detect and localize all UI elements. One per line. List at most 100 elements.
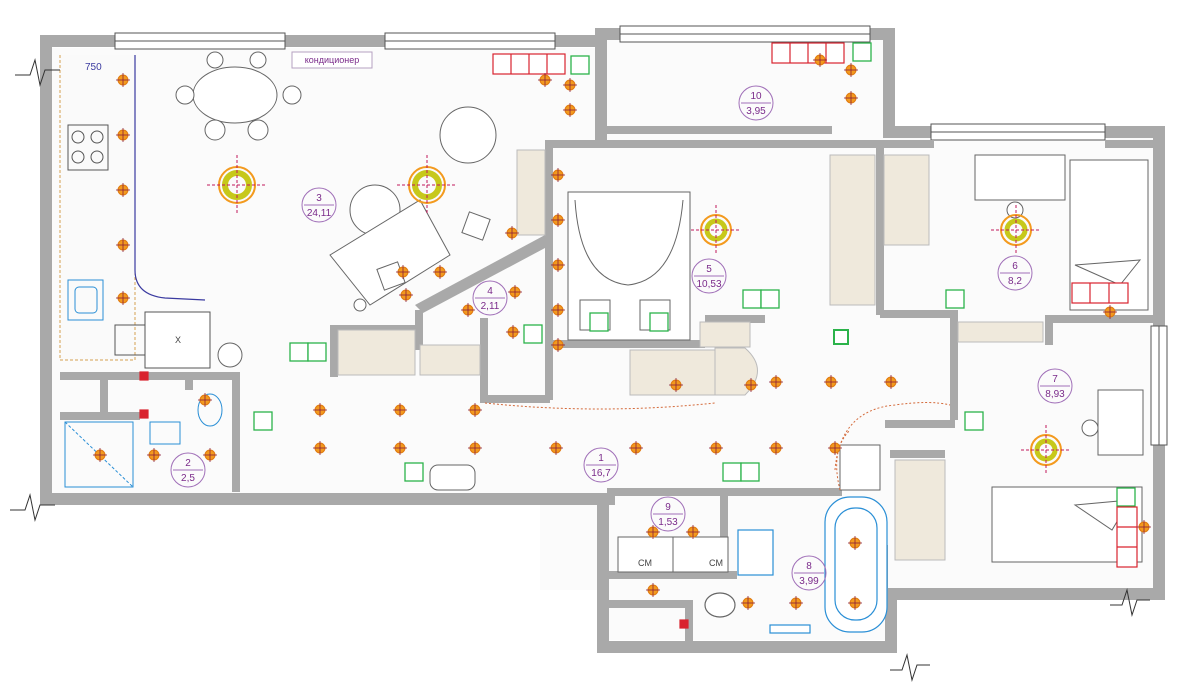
break-lines bbox=[10, 58, 1150, 682]
spot-light bbox=[551, 258, 565, 272]
room-labels: 1 16,7 2 2,5 3 24,11 4 2,11 5 10,53 bbox=[170, 85, 1073, 591]
spot-light bbox=[669, 378, 683, 392]
spot-light bbox=[769, 441, 783, 455]
spot-light bbox=[813, 53, 827, 67]
spot-light bbox=[741, 596, 755, 610]
spot-light bbox=[393, 403, 407, 417]
spot-light bbox=[848, 596, 862, 610]
door-swings bbox=[484, 402, 951, 491]
spot-light bbox=[468, 403, 482, 417]
svg-text:24,11: 24,11 bbox=[307, 208, 332, 219]
room-label-6: 6 8,2 bbox=[997, 255, 1033, 291]
spot-light bbox=[844, 91, 858, 105]
built-in-storage bbox=[337, 149, 1044, 561]
wardrobe-9 bbox=[617, 536, 729, 573]
spot-light bbox=[203, 448, 217, 462]
spot-light bbox=[551, 168, 565, 182]
spot-light bbox=[646, 583, 660, 597]
windows bbox=[114, 25, 1168, 446]
conditioner-label: кондиционер bbox=[305, 55, 359, 65]
switches bbox=[253, 42, 1136, 507]
spot-light bbox=[709, 441, 723, 455]
svg-text:10,53: 10,53 bbox=[696, 279, 721, 290]
spot-light bbox=[551, 213, 565, 227]
interior-walls bbox=[60, 126, 1155, 645]
room-label-3: 3 24,11 bbox=[301, 187, 337, 223]
svg-text:1,53: 1,53 bbox=[658, 517, 678, 528]
bathroom-8-fixtures bbox=[704, 496, 888, 634]
spot-light bbox=[686, 525, 700, 539]
svg-text:16,7: 16,7 bbox=[591, 468, 611, 479]
spot-light bbox=[884, 375, 898, 389]
spot-light bbox=[468, 441, 482, 455]
spot-light bbox=[848, 536, 862, 550]
spot-light bbox=[744, 378, 758, 392]
spot-light bbox=[313, 403, 327, 417]
spot-light bbox=[563, 103, 577, 117]
living-furniture bbox=[217, 106, 497, 368]
spot-light bbox=[116, 291, 130, 305]
svg-text:10: 10 bbox=[750, 91, 762, 102]
spot-light bbox=[563, 78, 577, 92]
room-label-5: 5 10,53 bbox=[691, 258, 727, 294]
spot-light bbox=[646, 525, 660, 539]
spot-light bbox=[1137, 520, 1151, 534]
wardrobe-label-right: СМ bbox=[709, 558, 723, 568]
svg-text:2: 2 bbox=[185, 458, 191, 469]
room-label-1: 1 16,7 bbox=[583, 447, 619, 483]
svg-text:3,95: 3,95 bbox=[746, 106, 766, 117]
spot-light bbox=[116, 183, 130, 197]
spot-light bbox=[116, 238, 130, 252]
spot-light bbox=[629, 441, 643, 455]
sockets bbox=[139, 42, 1138, 629]
spot-light bbox=[461, 303, 475, 317]
spot-light bbox=[549, 441, 563, 455]
spot-light bbox=[93, 448, 107, 462]
chandeliers bbox=[207, 155, 1071, 475]
spot-light bbox=[551, 303, 565, 317]
stove-mark: X bbox=[175, 335, 181, 345]
spot-lights bbox=[93, 53, 1151, 610]
spot-light bbox=[551, 338, 565, 352]
spot-light bbox=[396, 265, 410, 279]
svg-text:5: 5 bbox=[706, 264, 712, 275]
svg-text:8,2: 8,2 bbox=[1008, 276, 1022, 287]
svg-text:1: 1 bbox=[598, 453, 604, 464]
spot-light bbox=[393, 441, 407, 455]
spot-light bbox=[824, 375, 838, 389]
svg-text:8,93: 8,93 bbox=[1045, 389, 1065, 400]
svg-text:8: 8 bbox=[806, 561, 812, 572]
room-label-8: 8 3,99 bbox=[791, 555, 827, 591]
bed-room-5 bbox=[567, 191, 691, 341]
spot-light bbox=[506, 325, 520, 339]
room-label-9: 9 1,53 bbox=[650, 496, 686, 532]
svg-text:3: 3 bbox=[316, 193, 322, 204]
room-label-7: 7 8,93 bbox=[1037, 368, 1073, 404]
spot-light bbox=[1103, 305, 1117, 319]
svg-text:7: 7 bbox=[1052, 374, 1058, 385]
spot-light bbox=[399, 288, 413, 302]
room-label-4: 4 2,11 bbox=[472, 280, 508, 316]
spot-light bbox=[538, 73, 552, 87]
dining-table bbox=[175, 51, 302, 141]
spot-light bbox=[505, 226, 519, 240]
spot-light bbox=[789, 596, 803, 610]
wardrobe-label-left: СМ bbox=[638, 558, 652, 568]
spot-light bbox=[198, 393, 212, 407]
svg-text:6: 6 bbox=[1012, 261, 1018, 272]
spot-light bbox=[313, 441, 327, 455]
conditioner-unit bbox=[291, 51, 373, 69]
spot-light bbox=[844, 63, 858, 77]
spot-light bbox=[433, 265, 447, 279]
spot-light bbox=[769, 375, 783, 389]
svg-text:2,5: 2,5 bbox=[181, 473, 195, 484]
room-label-2: 2 2,5 bbox=[170, 452, 206, 488]
spot-light bbox=[508, 285, 522, 299]
svg-text:3,99: 3,99 bbox=[799, 576, 819, 587]
spot-light bbox=[147, 448, 161, 462]
spot-light bbox=[116, 73, 130, 87]
dimension-label: 750 bbox=[85, 62, 102, 73]
spot-light bbox=[116, 128, 130, 142]
spot-light bbox=[828, 441, 842, 455]
